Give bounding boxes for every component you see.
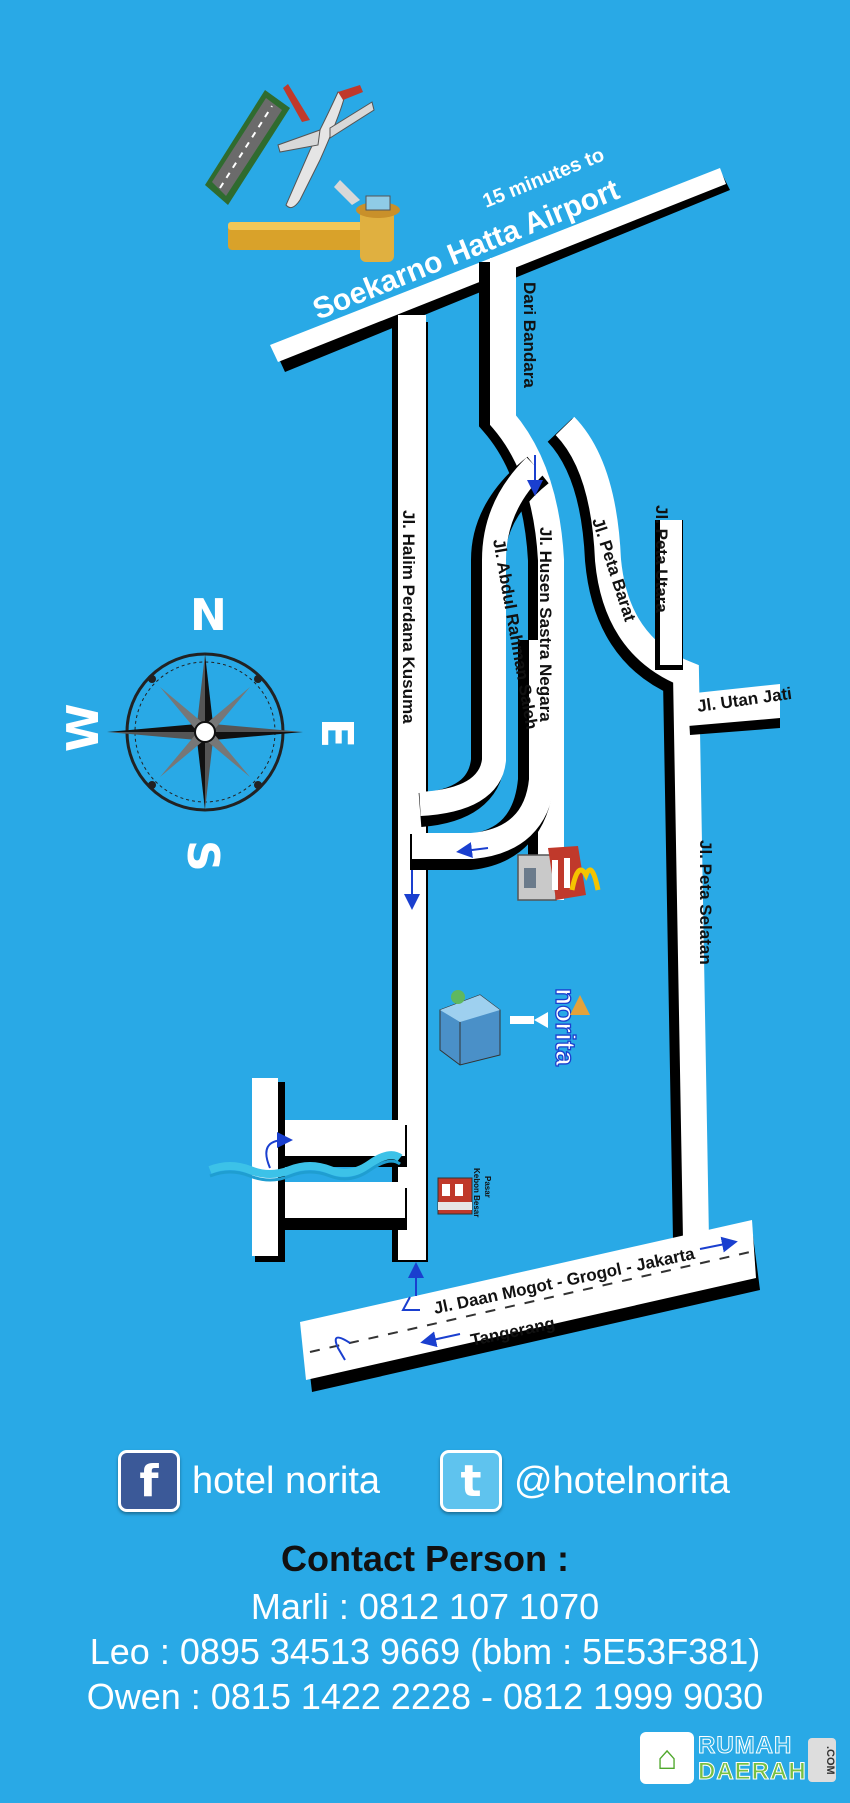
direction-arrows [265, 455, 738, 1361]
label-dari-bandara: Dari Bandara [520, 282, 539, 388]
facebook-icon: f [118, 1450, 180, 1512]
label-peta-utara: Jl. Peta Utara [652, 505, 671, 613]
twitter-icon-glyph: t [460, 1455, 482, 1507]
watermark-line2: DAERAH [698, 1758, 807, 1786]
facebook-icon-glyph: f [139, 1455, 159, 1507]
watermark-suffix: .COM [808, 1738, 836, 1782]
compass-west: W [58, 703, 109, 752]
control-tower-icon [228, 195, 400, 262]
river [208, 1151, 403, 1182]
label-husen: Jl. Husen Sastra Negara [536, 527, 555, 722]
label-peta-selatan: Jl. Peta Selatan [696, 840, 715, 965]
compass-east: E [311, 718, 362, 748]
facebook-link[interactable]: f hotel norita [118, 1450, 380, 1512]
market-label-kebon-besar: Kebon Besar [472, 1168, 481, 1217]
runway-icon [205, 90, 290, 205]
hotel-logo: norita [549, 987, 590, 1067]
watermark-line1: RUMAH [697, 1732, 793, 1760]
label-halim: Jl. Halim Perdana Kusuma [399, 510, 418, 724]
road-network [252, 168, 780, 1392]
route-map: Dari Bandara Jl. Halim Perdana Kusuma Jl… [58, 84, 793, 1392]
twitter-link[interactable]: t @hotelnorita [440, 1450, 730, 1512]
compass-rose-icon [107, 652, 303, 812]
social-links: f hotel norita t @hotelnorita [0, 1448, 850, 1518]
contact-title: Contact Person : [280, 1538, 570, 1579]
house-icon: ⌂ [640, 1732, 694, 1784]
watermark-badge: ⌂ RUMAH DAERAH .COM [640, 1728, 840, 1790]
restaurant-icon [517, 846, 601, 901]
contact-section: Contact Person : Marli : 0812 107 1070 L… [0, 1538, 850, 1719]
hotel-logo-text: norita [550, 988, 581, 1066]
airplane-icon [277, 84, 375, 209]
contact-line-owen: Owen : 0815 1422 2228 - 0812 1999 9030 [86, 1676, 764, 1717]
market-label-pasar: Pasar [483, 1176, 492, 1198]
airport-illustration [205, 84, 400, 262]
contact-line-marli: Marli : 0812 107 1070 [250, 1586, 600, 1627]
facebook-handle: hotel norita [192, 1459, 381, 1502]
hotel-building-icon [439, 990, 548, 1066]
contact-line-leo: Leo : 0895 34513 9669 (bbm : 5E53F381) [89, 1631, 761, 1672]
compass-north: N [190, 590, 227, 641]
twitter-handle: @hotelnorita [514, 1459, 731, 1502]
market-icon [437, 1177, 473, 1215]
twitter-icon: t [440, 1450, 502, 1512]
compass-south: S [177, 840, 228, 872]
